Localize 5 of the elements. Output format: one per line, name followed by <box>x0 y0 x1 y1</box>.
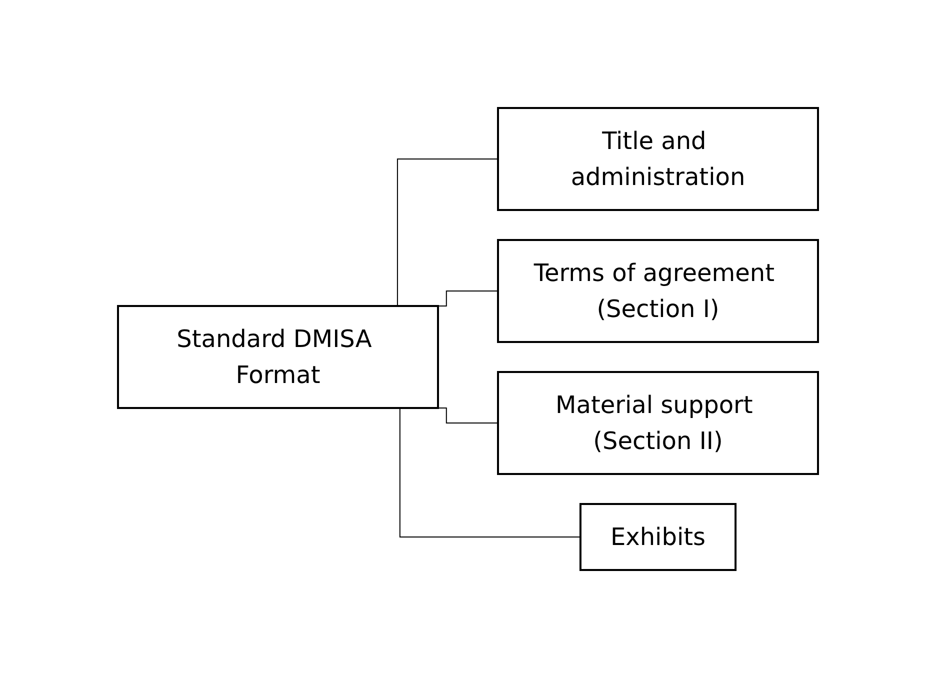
node-box: Standard DMISA Format <box>117 305 439 409</box>
node-box: Terms of agreement (Section I) <box>497 239 819 343</box>
node-box: Exhibits <box>579 503 737 571</box>
node-box: Material support (Section II) <box>497 371 819 475</box>
node-box: Title and administration <box>497 107 819 211</box>
